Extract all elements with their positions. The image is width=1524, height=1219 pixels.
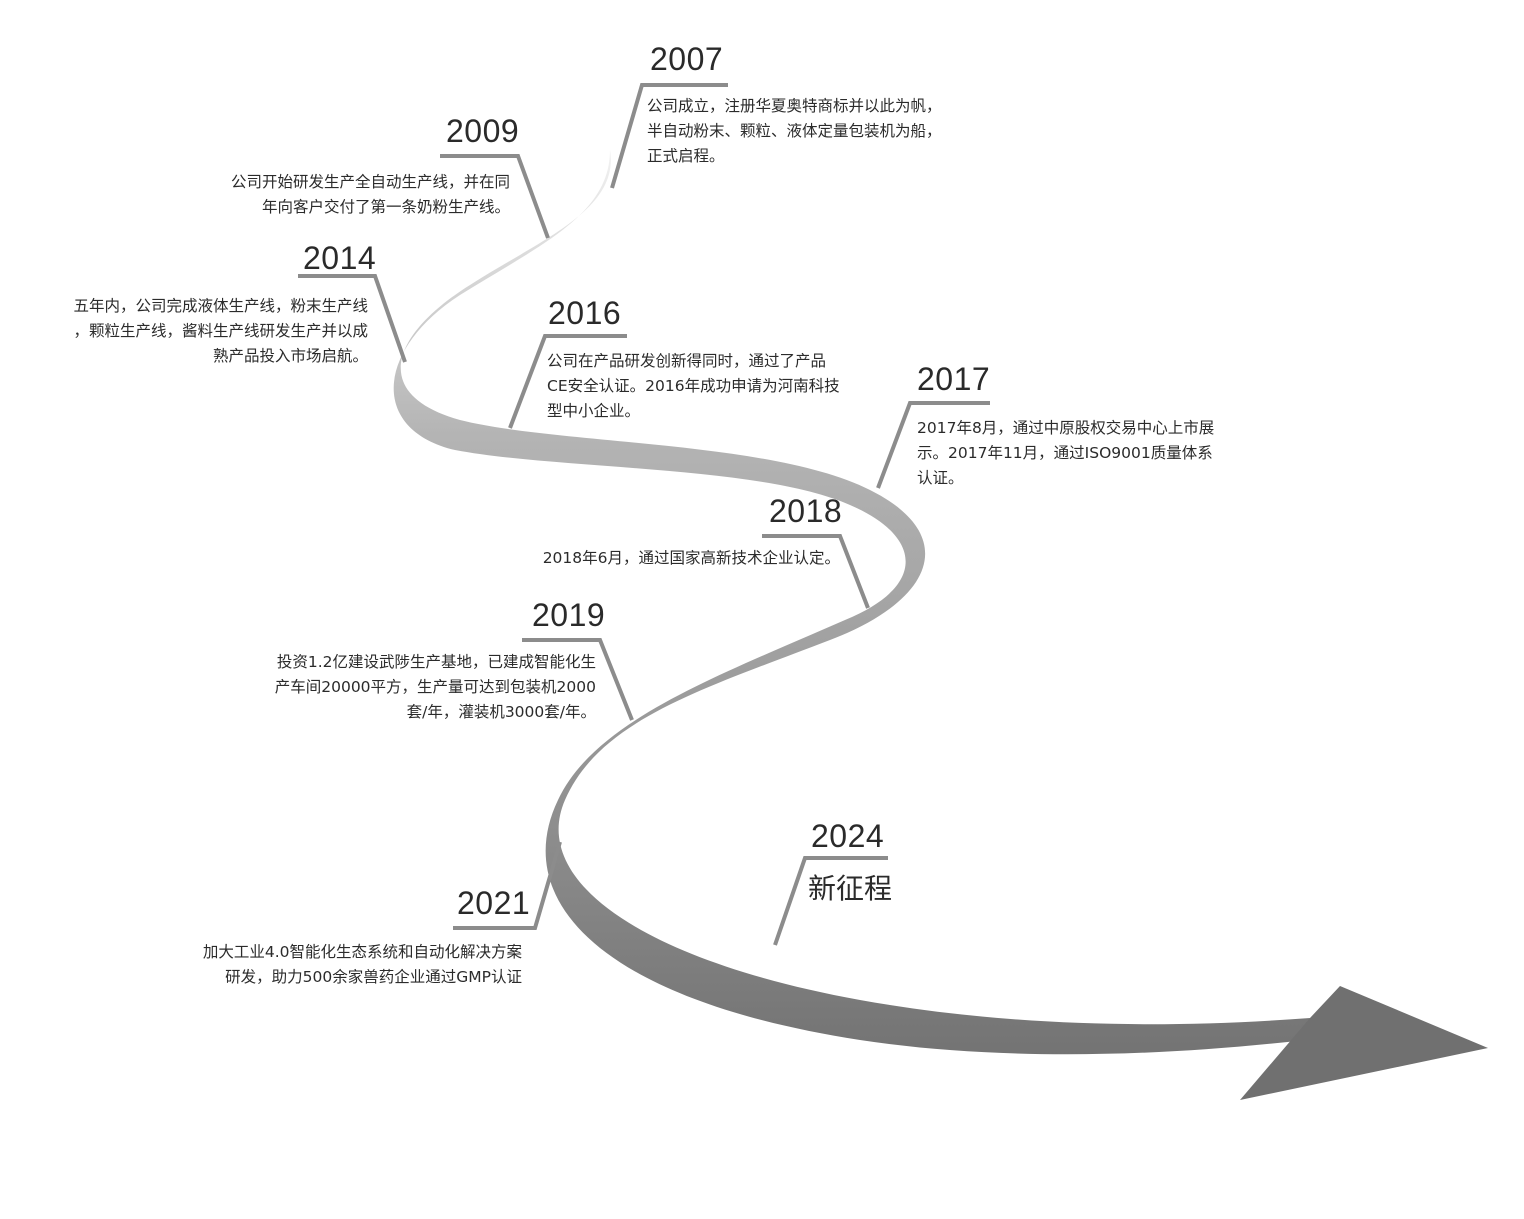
desc-line: 五年内，公司完成液体生产线，粉末生产线 [73, 297, 368, 315]
desc-2019: 投资1.2亿建设武陟生产基地，已建成智能化生 产车间20000平方，生产量可达到… [275, 650, 596, 725]
leader-2014 [298, 274, 407, 363]
leader-2021 [453, 841, 562, 930]
desc-line: 套/年，灌装机3000套/年。 [406, 703, 596, 721]
desc-line: CE安全认证。2016年成功申请为河南科技 [547, 377, 840, 395]
desc-line: 正式启程。 [647, 147, 725, 165]
leader-2019 [522, 638, 634, 721]
desc-line: 认证。 [917, 469, 964, 487]
desc-line: 型中小企业。 [547, 402, 641, 420]
desc-2016: 公司在产品研发创新得同时，通过了产品 CE安全认证。2016年成功申请为河南科技… [547, 349, 840, 424]
desc-line: 产车间20000平方，生产量可达到包装机2000 [274, 678, 596, 696]
leader-2009 [440, 154, 550, 239]
desc-line: 公司开始研发生产全自动生产线，并在同 [230, 173, 510, 191]
desc-line: 公司在产品研发创新得同时，通过了产品 [547, 352, 827, 370]
year-2016: 2016 [548, 295, 622, 331]
leader-2016 [508, 334, 627, 429]
leader-2007 [610, 83, 728, 189]
desc-line: 研发，助力500余家兽药企业通过GMP认证 [225, 968, 522, 986]
year-2009: 2009 [446, 113, 520, 149]
desc-line: 加大工业4.0智能化生态系统和自动化解决方案 [202, 943, 522, 961]
desc-2017: 2017年8月，通过中原股权交易中心上市展 示。2017年11月，通过ISO90… [917, 416, 1214, 491]
desc-line: 公司成立，注册华夏奥特商标并以此为帆， [647, 97, 942, 115]
desc-line: 年向客户交付了第一条奶粉生产线。 [261, 198, 510, 216]
year-2019: 2019 [532, 597, 606, 633]
desc-line: 熟产品投入市场启航。 [212, 347, 368, 365]
arrow-head [1240, 986, 1488, 1100]
year-2021: 2021 [457, 885, 531, 921]
year-2014: 2014 [303, 240, 377, 276]
desc-2018: 2018年6月，通过国家高新技术企业认定。 [543, 546, 840, 571]
desc-line: 半自动粉末、颗粒、液体定量包装机为船， [647, 122, 942, 140]
leader-2017 [876, 401, 990, 489]
leader-2024 [773, 856, 888, 946]
desc-line: 示。2017年11月，通过ISO9001质量体系 [917, 444, 1213, 462]
leader-lines [298, 83, 990, 946]
desc-2009: 公司开始研发生产全自动生产线，并在同 年向客户交付了第一条奶粉生产线。 [231, 170, 510, 220]
year-2018: 2018 [769, 493, 843, 529]
desc-2024: 新征程 [808, 872, 893, 905]
year-2017: 2017 [917, 361, 991, 397]
leader-2018 [762, 534, 870, 609]
desc-line: 投资1.2亿建设武陟生产基地，已建成智能化生 [276, 653, 596, 671]
desc-2021: 加大工业4.0智能化生态系统和自动化解决方案 研发，助力500余家兽药企业通过G… [203, 940, 522, 990]
desc-2014: 五年内，公司完成液体生产线，粉末生产线 ，颗粒生产线，酱料生产线研发生产并以成 … [73, 294, 368, 369]
desc-line: 2018年6月，通过国家高新技术企业认定。 [542, 549, 840, 567]
desc-2007: 公司成立，注册华夏奥特商标并以此为帆， 半自动粉末、颗粒、液体定量包装机为船， … [647, 94, 942, 169]
desc-line: 2017年8月，通过中原股权交易中心上市展 [917, 419, 1215, 437]
year-2024: 2024 [811, 818, 885, 854]
desc-line: ，颗粒生产线，酱料生产线研发生产并以成 [73, 322, 368, 340]
year-2007: 2007 [650, 41, 724, 77]
